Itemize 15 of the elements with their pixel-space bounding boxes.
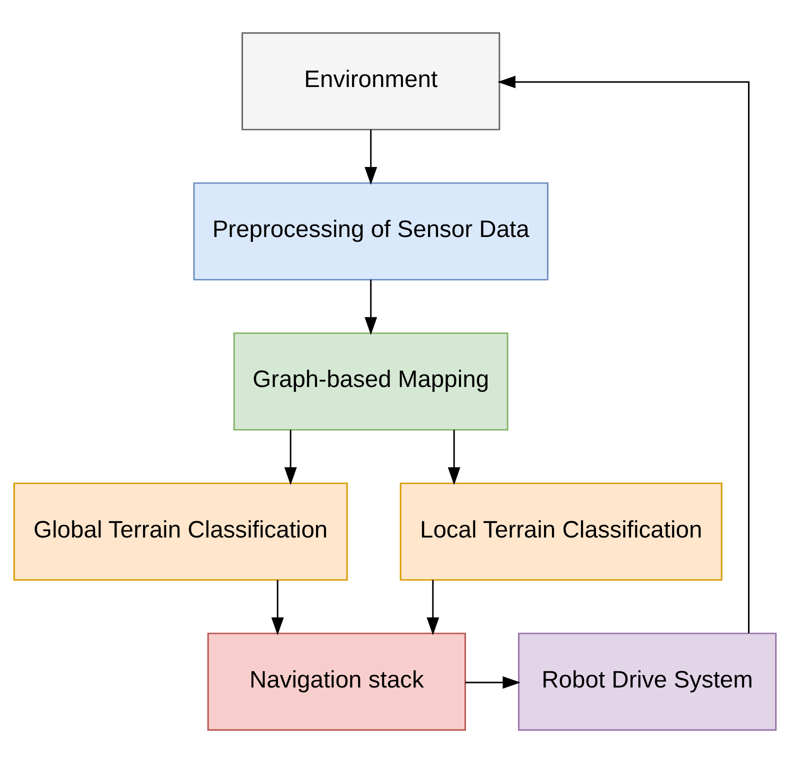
arrow bbox=[364, 130, 378, 185]
arrow bbox=[448, 430, 460, 486]
node-box: Global Terrain Classification bbox=[13, 482, 348, 581]
arrow bbox=[465, 676, 521, 689]
arrow bbox=[284, 430, 297, 486]
arrow bbox=[271, 580, 284, 636]
node-box: Robot Drive System bbox=[518, 632, 777, 731]
node-box: Local Terrain Classification bbox=[400, 482, 722, 581]
arrow bbox=[426, 580, 440, 636]
node-box: Navigation stack bbox=[207, 632, 466, 731]
node-box: Graph-based Mapping bbox=[233, 332, 508, 431]
node-box: Environment bbox=[242, 32, 500, 130]
arrow bbox=[498, 76, 750, 634]
arrow bbox=[364, 280, 378, 335]
node-box: Preprocessing of Sensor Data bbox=[193, 182, 548, 280]
